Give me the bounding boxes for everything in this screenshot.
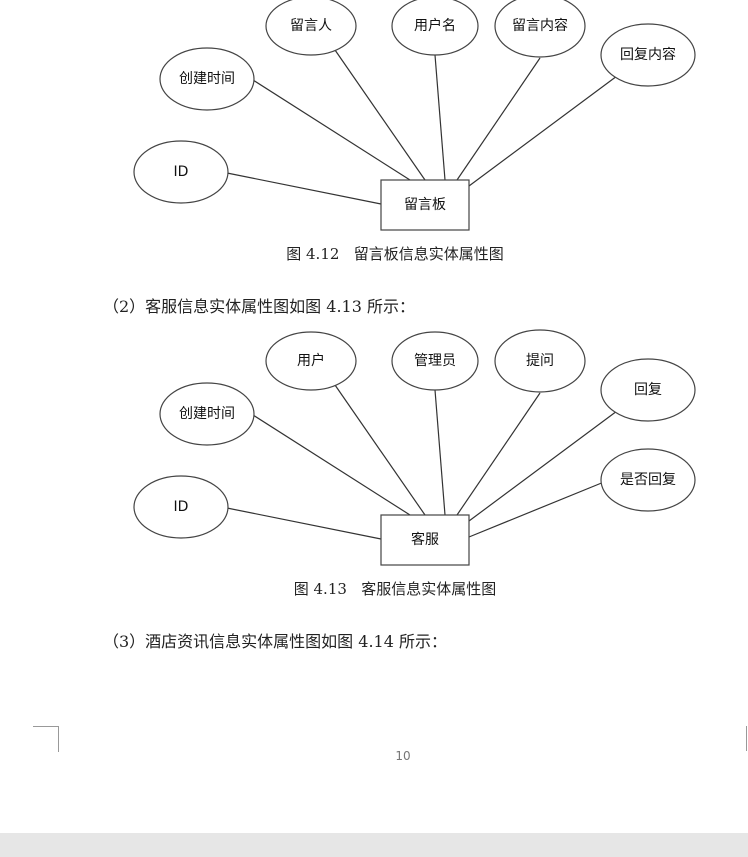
er-diagram-customer-service: ID 创建时间 用户 管理员 提问 回复 是否回复 客服 — [133, 329, 696, 566]
attribute-created-time-label: 创建时间 — [179, 71, 235, 87]
er-diagram-message-board: ID 创建时间 留言人 用户名 留言内容 回复内容 留言板 — [133, 0, 696, 231]
attribute-created-time — [159, 382, 255, 446]
connector-user — [334, 384, 426, 516]
attribute-created-time — [159, 47, 255, 111]
attribute-username-label: 用户名 — [414, 17, 456, 34]
attribute-message-content — [494, 0, 586, 58]
attribute-reply — [600, 358, 696, 422]
connector-id — [226, 172, 382, 205]
figure-4-13-caption: 图 4.13 客服信息实体属性图 — [293, 580, 497, 598]
connector-admin — [434, 389, 446, 516]
attribute-reply-content — [600, 23, 696, 87]
entity-customer-service — [380, 514, 470, 566]
page-gap-bar — [0, 833, 748, 857]
attribute-admin — [391, 331, 479, 391]
attribute-is-replied-label: 是否回复 — [620, 471, 676, 488]
page-number: 10 — [395, 749, 411, 763]
connector-created-time — [252, 79, 411, 181]
page-corner-mark-right — [746, 726, 748, 751]
paragraph-2: （2）客服信息实体属性图如图 4.13 所示： — [103, 297, 415, 316]
page-corner-mark-left — [33, 726, 59, 752]
entity-customer-service-label: 客服 — [411, 531, 439, 548]
connector-id — [226, 507, 382, 540]
connector-reply-content — [468, 75, 618, 187]
attribute-user-label: 用户 — [297, 352, 325, 369]
connector-username — [434, 54, 446, 181]
attribute-question — [494, 329, 586, 393]
attribute-message-content-label: 留言内容 — [512, 17, 568, 34]
attribute-poster-label: 留言人 — [290, 18, 332, 34]
connector-reply — [468, 410, 618, 522]
attribute-reply-content-label: 回复内容 — [620, 46, 676, 63]
connector-message-content — [456, 57, 541, 181]
connector-poster — [334, 49, 426, 181]
attribute-id — [133, 475, 229, 539]
attribute-username — [391, 0, 479, 56]
attribute-id — [133, 140, 229, 204]
attribute-id-label: ID — [174, 499, 189, 515]
connector-question — [456, 392, 541, 516]
attribute-question-label: 提问 — [526, 353, 554, 369]
paragraph-3: （3）酒店资讯信息实体属性图如图 4.14 所示： — [103, 632, 447, 651]
attribute-user — [265, 331, 357, 391]
attribute-id-label: ID — [174, 164, 189, 180]
connector-is-replied — [468, 481, 605, 538]
entity-message-board — [380, 179, 470, 231]
attribute-reply-label: 回复 — [634, 381, 662, 398]
connector-created-time — [252, 414, 411, 516]
attribute-is-replied — [600, 448, 696, 512]
attribute-created-time-label: 创建时间 — [179, 406, 235, 422]
figure-4-12-caption: 图 4.12 留言板信息实体属性图 — [286, 245, 504, 263]
attribute-poster — [265, 0, 357, 56]
attribute-admin-label: 管理员 — [414, 353, 456, 369]
entity-message-board-label: 留言板 — [404, 197, 446, 213]
